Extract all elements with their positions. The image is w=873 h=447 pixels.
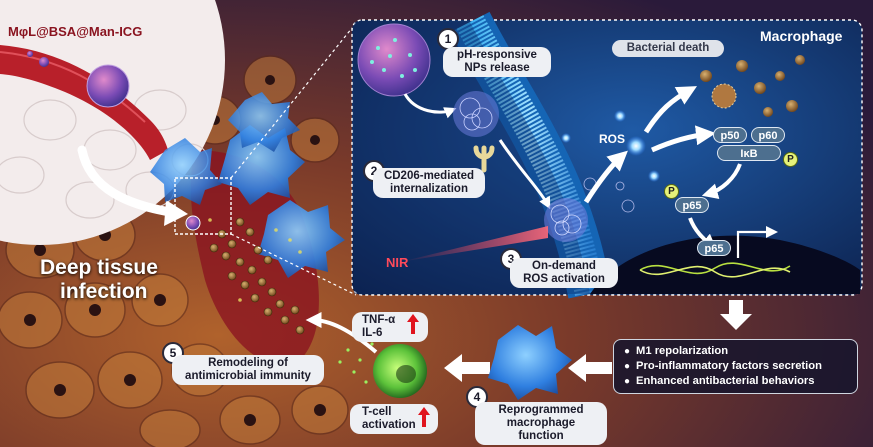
outcome-item: Pro-inflammatory factors secretion bbox=[624, 359, 849, 374]
p65-protein-nucleus: p65 bbox=[697, 240, 731, 256]
step-4-line2: macrophage function bbox=[506, 417, 576, 442]
step-2-line1: CD206-mediated bbox=[383, 170, 475, 182]
step-3-line1: On-demand bbox=[532, 260, 596, 272]
tcell-line1: T-cell bbox=[362, 406, 392, 418]
nanoparticle-label: MφL@BSA@Man-ICG bbox=[8, 24, 143, 39]
step-5-line2: antimicrobial immunity bbox=[185, 370, 311, 382]
tissue-label-line1: Deep tissue bbox=[40, 256, 158, 279]
ikb-protein: IκB bbox=[717, 145, 781, 161]
up-arrow-icon bbox=[418, 407, 430, 427]
step-1-label: pH-responsive NPs release bbox=[443, 47, 551, 77]
step-1-line2: NPs release bbox=[464, 62, 530, 74]
outcomes-box: M1 repolarization Pro-inflammatory facto… bbox=[613, 339, 858, 394]
step-4-line1: Reprogrammed bbox=[498, 404, 584, 416]
p65-protein-cytoplasm: p65 bbox=[675, 197, 709, 213]
tissue-label-line2: infection bbox=[60, 280, 148, 303]
step-3-label: On-demand ROS activation bbox=[510, 258, 618, 288]
panel-title: Macrophage bbox=[760, 28, 843, 44]
tcell-line2: activation bbox=[362, 419, 416, 431]
step-1-line1: pH-responsive bbox=[457, 49, 537, 61]
outcomes-list: M1 repolarization Pro-inflammatory facto… bbox=[624, 344, 849, 389]
phospho-badge-p65: P bbox=[664, 184, 679, 199]
step-3-line2: ROS activation bbox=[523, 273, 605, 285]
step-5-line1: Remodeling of bbox=[208, 357, 288, 369]
phospho-badge-ikb: P bbox=[783, 152, 798, 167]
outcome-item: M1 repolarization bbox=[624, 344, 849, 359]
ros-label: ROS bbox=[599, 132, 626, 146]
step-2-line2: internalization bbox=[390, 183, 468, 195]
cytokines-label: TNF-α IL-6 bbox=[352, 312, 428, 342]
outcome-item: Enhanced antibacterial behaviors bbox=[624, 374, 849, 389]
cytokine-il6: IL-6 bbox=[362, 327, 383, 339]
p60-protein: p60 bbox=[751, 127, 785, 143]
p50-protein: p50 bbox=[713, 127, 747, 143]
step-2-label: CD206-mediated internalization bbox=[373, 168, 485, 198]
step-4-label: Reprogrammed macrophage function bbox=[475, 402, 607, 445]
up-arrow-icon bbox=[407, 314, 419, 334]
bacterial-death-label: Bacterial death bbox=[612, 40, 724, 57]
cytokine-tnf: TNF-α bbox=[362, 314, 396, 326]
step-5-label: Remodeling of antimicrobial immunity bbox=[172, 355, 324, 385]
nir-label: NIR bbox=[386, 255, 409, 270]
